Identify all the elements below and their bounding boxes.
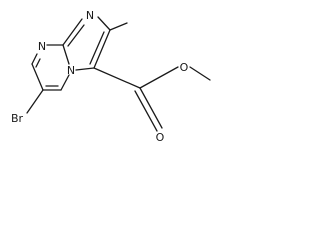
bond-carbonyl-c-o-double [134,90,158,132]
bond-c7-n8-inner [35,58,41,68]
bond-n1-c2 [97,16,111,31]
atom-label-o-carbonyl: O [156,131,165,144]
bond-c8a-n4 [62,44,70,65]
bond-c7-n8 [31,53,38,65]
pyrimidine-ring [31,44,70,91]
atom-label-br: Br [11,112,24,125]
bond-c3-carbonyl-carbon [93,67,141,89]
substituents [26,22,211,132]
atom-label-n-imidazole: N [86,9,94,22]
bond-n4-c5 [60,74,70,91]
bond-oester-methyl [189,66,211,81]
bond-c2-c3-inner [89,31,105,65]
chemical-structure: N N N O O Br [11,9,211,144]
bond-c3-n4 [75,67,95,71]
bond-c6-br [26,89,44,114]
atom-label-o-ester: O [180,61,189,74]
bond-carbonyl-c-oester [139,66,179,89]
bond-c6-c7 [31,63,44,91]
atom-label-n-top: N [38,40,46,53]
bond-c2-c3 [93,29,111,69]
atom-label-n-bridge: N [67,64,75,77]
bond-c2-methyl [109,22,128,31]
bond-carbonyl-c-o [139,87,163,129]
imidazole-ring [62,16,111,71]
atom-labels: N N N O O Br [11,9,189,144]
bond-c8a-n1-inner [67,24,85,47]
bond-c8a-n1 [62,18,83,46]
